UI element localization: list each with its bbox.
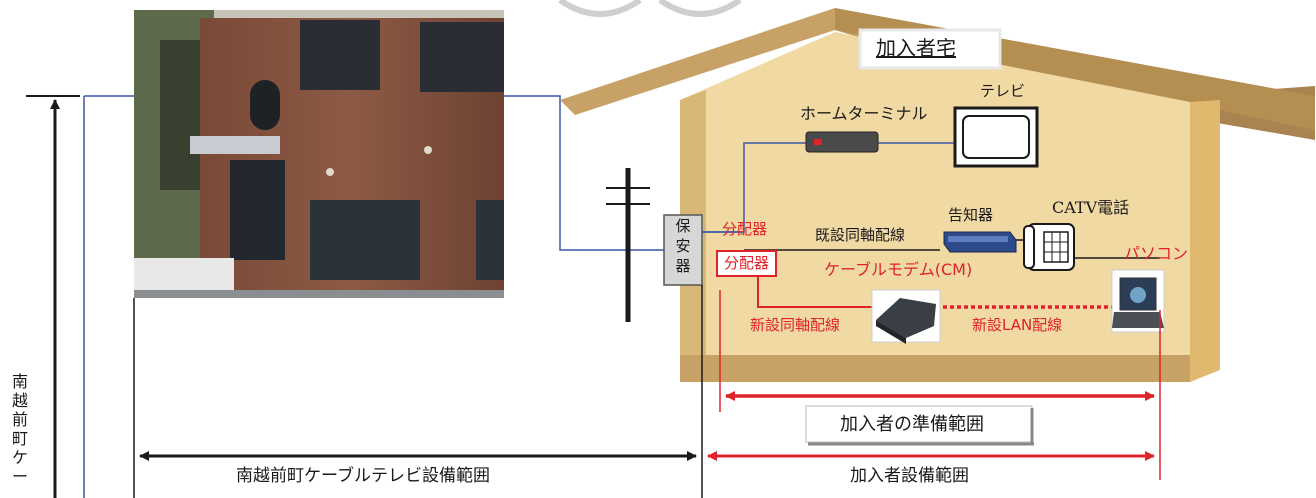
splitter-existing-label: 分配器 bbox=[722, 220, 768, 238]
phone-icon bbox=[1023, 223, 1075, 271]
splitter-new-label: 分配器 bbox=[724, 254, 770, 272]
existing-coax-label: 既設同軸配線 bbox=[815, 226, 906, 244]
house-title: 加入者宅 bbox=[876, 36, 956, 60]
laptop-icon bbox=[1111, 269, 1165, 333]
range-arrows bbox=[133, 285, 1161, 498]
left-vertical-range bbox=[26, 95, 134, 498]
utility-pole bbox=[606, 168, 650, 322]
town-cable-tv-range-label: 南越前町ケーブルテレビ設備範囲 bbox=[236, 466, 490, 486]
new-lan-label: 新設LAN配線 bbox=[972, 316, 1063, 334]
notifier-device bbox=[943, 231, 1017, 253]
vertical-range-label: 南越前町ケー bbox=[12, 372, 29, 486]
tv-label: テレビ bbox=[980, 82, 1026, 100]
cable-modem-device bbox=[871, 289, 941, 344]
home-terminal-device bbox=[805, 131, 879, 153]
home-terminal-label: ホームターミナル bbox=[800, 104, 928, 123]
pc-label: パソコン bbox=[1124, 244, 1189, 263]
building-photo bbox=[134, 10, 504, 298]
catv-phone-label: CATV電話 bbox=[1052, 198, 1130, 217]
cable-modem-label: ケーブルモデム(CM) bbox=[824, 260, 973, 279]
splitter-new-box: 分配器 bbox=[716, 250, 778, 277]
tv-icon bbox=[953, 106, 1039, 168]
notifier-label: 告知器 bbox=[948, 206, 994, 224]
new-coax-label: 新設同軸配線 bbox=[750, 316, 841, 334]
protector-label: 保 安 器 bbox=[675, 217, 691, 275]
subscriber-prep-range-label: 加入者の準備範囲 bbox=[840, 414, 984, 435]
subscriber-equipment-range-label: 加入者設備範囲 bbox=[850, 466, 969, 486]
